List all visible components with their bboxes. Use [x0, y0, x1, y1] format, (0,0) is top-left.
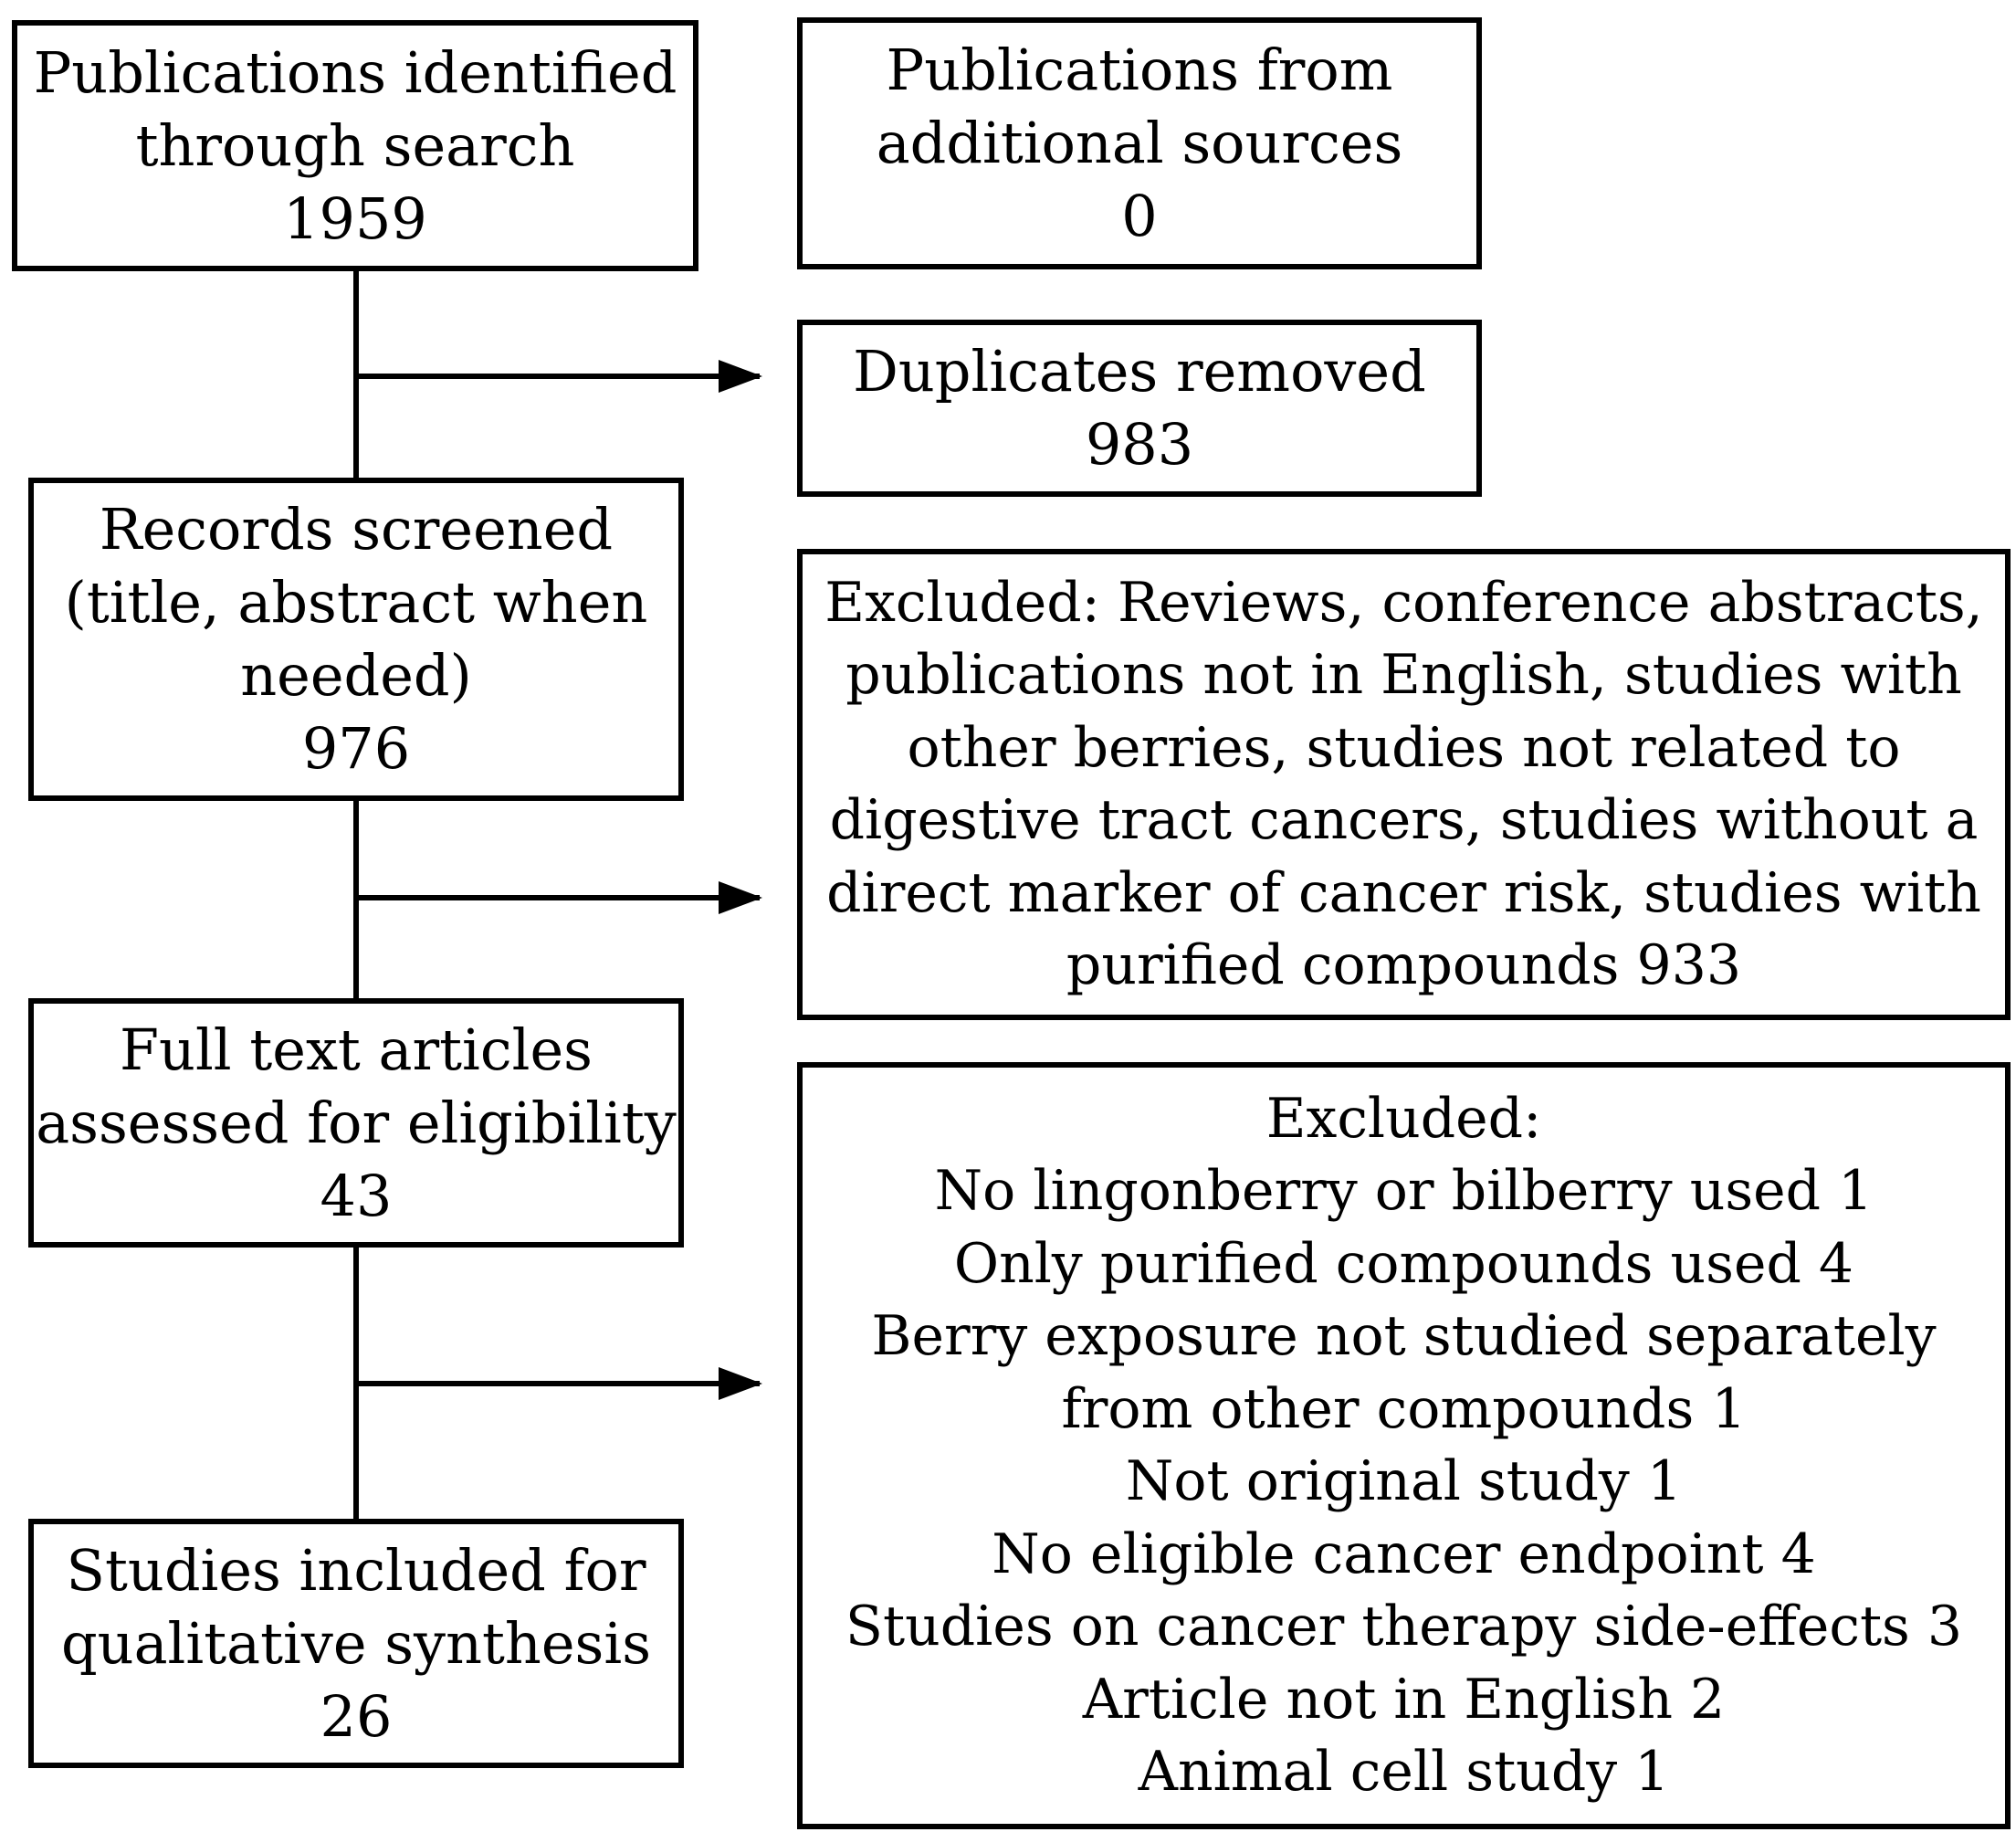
- identified-line-2: through search: [135, 111, 575, 179]
- additional-sources-box: Publications from additional sources 0: [797, 17, 1482, 269]
- excluded-fulltext-line-3: Berry exposure not studied separately: [871, 1304, 1937, 1368]
- excluded-screening-line-4: digestive tract cancers, studies without…: [829, 788, 1979, 852]
- excluded-fulltext-line-5: Not original study 1: [1125, 1449, 1683, 1513]
- excluded-fulltext-line-7: Studies on cancer therapy side-effects 3: [845, 1595, 1963, 1658]
- duplicates-count: 983: [1085, 411, 1194, 478]
- screened-line-3: needed): [240, 642, 472, 709]
- additional-line-2: additional sources: [876, 110, 1403, 176]
- fulltext-line-2: assessed for eligibility: [36, 1089, 677, 1156]
- included-line-2: qualitative synthesis: [60, 1609, 652, 1677]
- screened-line-1: Records screened: [99, 496, 614, 563]
- fulltext-count: 43: [320, 1162, 393, 1229]
- duplicates-label: Duplicates removed: [853, 338, 1426, 405]
- included-box: Studies included for qualitative synthes…: [28, 1519, 684, 1768]
- excluded-fulltext-line-4: from other compounds 1: [1061, 1376, 1747, 1441]
- identified-count: 1959: [283, 184, 427, 252]
- excluded-fulltext-line-2: Only purified compounds used 4: [953, 1231, 1854, 1296]
- excluded-fulltext-line-9: Animal cell study 1: [1138, 1740, 1670, 1804]
- excluded-fulltext-box: Excluded: No lingonberry or bilberry use…: [797, 1062, 2011, 1829]
- excluded-fulltext-line-6: No eligible cancer endpoint 4: [992, 1521, 1816, 1586]
- excluded-fulltext-heading: Excluded:: [1265, 1086, 1542, 1151]
- excluded-screening-box: Excluded: Reviews, conference abstracts,…: [797, 549, 2011, 1020]
- screened-count: 976: [301, 715, 411, 782]
- included-count: 26: [320, 1682, 393, 1750]
- identified-line-1: Publications identified: [33, 38, 677, 106]
- screened-line-2: (title, abstract when: [64, 569, 648, 636]
- excluded-screening-line-3: other berries, studies not related to: [907, 715, 1901, 780]
- fulltext-box: Full text articles assessed for eligibil…: [28, 998, 684, 1248]
- excluded-screening-line-6: purified compounds 933: [1066, 933, 1742, 997]
- excluded-screening-line-1: Excluded: Reviews, conference abstracts,: [824, 570, 1983, 635]
- screened-box: Records screened (title, abstract when n…: [28, 478, 684, 801]
- excluded-fulltext-line-8: Article not in English 2: [1082, 1667, 1726, 1732]
- additional-count: 0: [1121, 183, 1158, 249]
- duplicates-box: Duplicates removed 983: [797, 320, 1482, 497]
- additional-line-1: Publications from: [886, 37, 1393, 103]
- included-line-1: Studies included for: [66, 1536, 646, 1604]
- fulltext-line-1: Full text articles: [120, 1016, 593, 1083]
- excluded-fulltext-line-1: No lingonberry or bilberry used 1: [934, 1159, 1874, 1223]
- excluded-screening-line-2: publications not in English, studies wit…: [845, 643, 1962, 707]
- identified-box: Publications identified through search 1…: [12, 20, 698, 271]
- excluded-screening-line-5: direct marker of cancer risk, studies wi…: [826, 860, 1981, 925]
